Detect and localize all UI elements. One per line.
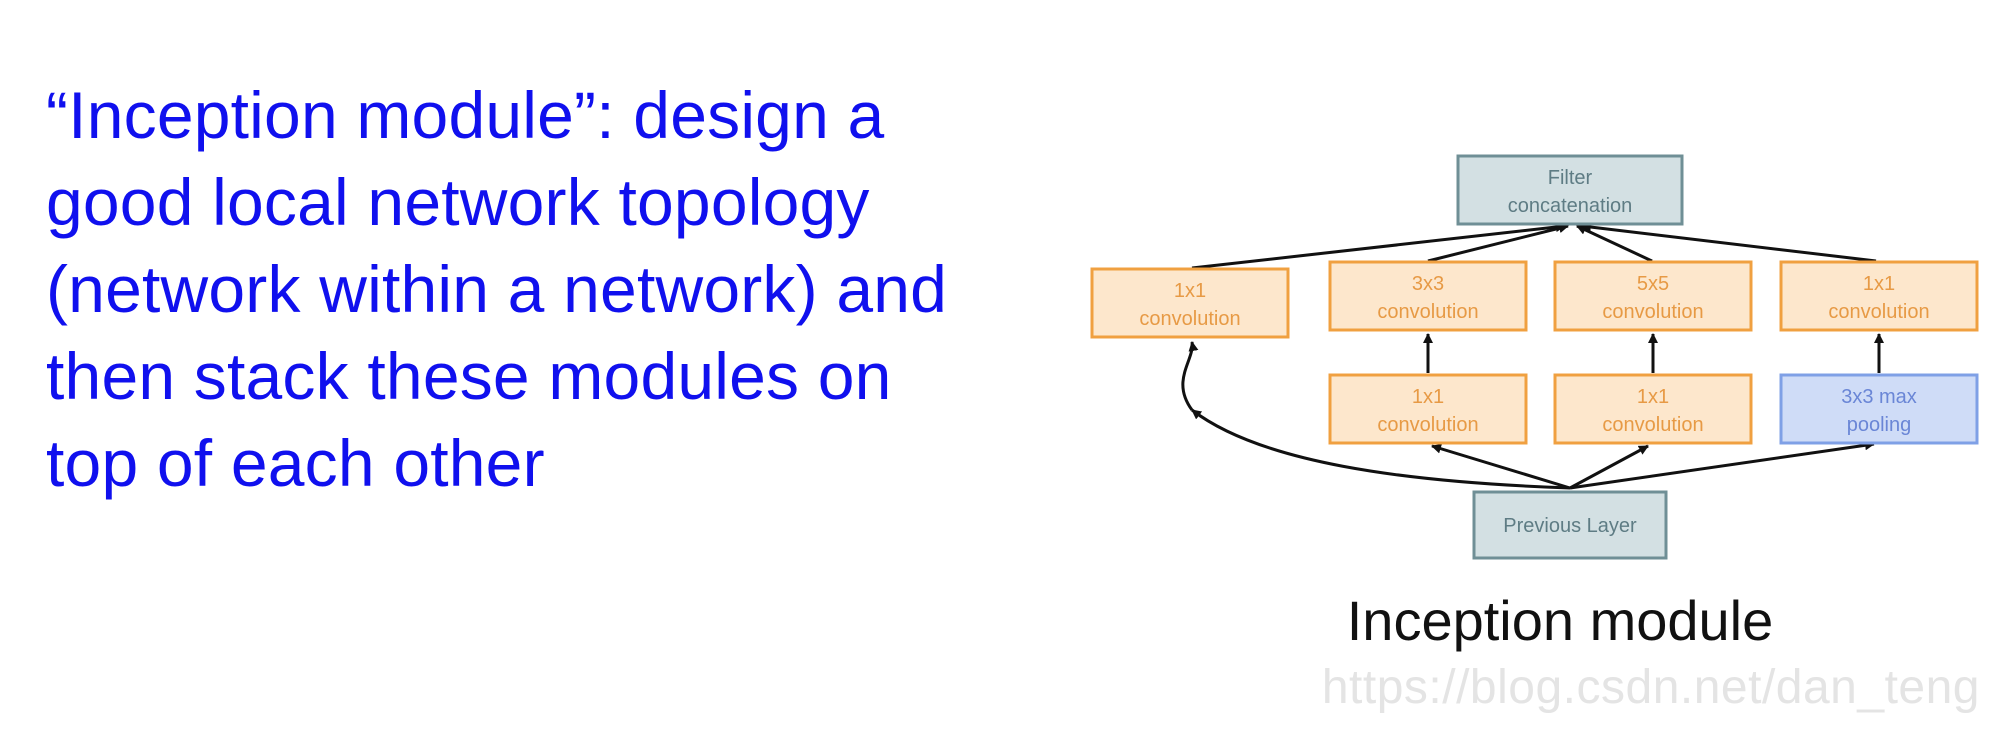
- edge-conv1x1a-to-concat: [1191, 222, 1566, 270]
- node-label: 1x1: [1412, 386, 1444, 408]
- watermark-url: https://blog.csdn.net/dan_teng: [1321, 661, 1980, 714]
- node-conv3x3: 3x3 convolution: [1328, 260, 1528, 332]
- node-conv1x1-a: 1x1 convolution: [1090, 267, 1290, 339]
- slide-body-text: “Inception module”: design a good local …: [46, 72, 1056, 507]
- slide-text-line: good local network topology: [46, 165, 870, 239]
- edge-prev-to-conv1x1b: [1431, 443, 1571, 490]
- node-label: 5x5: [1637, 273, 1669, 295]
- slide-text-line: then stack these modules on: [46, 339, 892, 413]
- node-label: convolution: [1377, 414, 1478, 436]
- node-label: convolution: [1602, 301, 1703, 323]
- node-label: 1x1: [1637, 386, 1669, 408]
- node-previous-layer: Previous Layer: [1472, 490, 1668, 560]
- node-label: Previous Layer: [1503, 515, 1637, 537]
- edge-conv1x1d-to-concat: [1581, 222, 1877, 263]
- node-conv1x1-c: 1x1 convolution: [1553, 373, 1753, 445]
- edge-prev-to-maxpool: [1569, 440, 1875, 490]
- diagram-edges: [1181, 222, 1884, 490]
- slide-text-line: “Inception module”: design a: [46, 78, 885, 152]
- node-label: convolution: [1828, 301, 1929, 323]
- node-label: 1x1: [1863, 273, 1895, 295]
- node-label: convolution: [1602, 414, 1703, 436]
- node-label: convolution: [1377, 301, 1478, 323]
- node-conv1x1-d: 1x1 convolution: [1779, 260, 1979, 332]
- node-maxpool: 3x3 max pooling: [1779, 373, 1979, 445]
- node-label: Filter: [1548, 167, 1593, 189]
- slide-text-line: (network within a network) and: [46, 252, 948, 326]
- node-label: convolution: [1139, 308, 1240, 330]
- diagram-caption: Inception module: [1346, 589, 1774, 652]
- slide-text-line: top of each other: [46, 426, 545, 500]
- node-label: 1x1: [1174, 280, 1206, 302]
- node-conv1x1-b: 1x1 convolution: [1328, 373, 1528, 445]
- node-label: pooling: [1847, 414, 1912, 436]
- node-conv5x5: 5x5 convolution: [1553, 260, 1753, 332]
- edge-prev-to-conv1x1a: [1191, 408, 1571, 490]
- node-label: 3x3: [1412, 273, 1444, 295]
- edge-conv3x3-to-concat: [1427, 223, 1569, 263]
- edge-prev-to-conv1x1c: [1569, 444, 1649, 490]
- node-filter-concatenation: Filter concatenation: [1456, 154, 1684, 226]
- node-label: 3x3 max: [1841, 386, 1917, 408]
- node-label: concatenation: [1508, 195, 1633, 217]
- edge-conv1x1a-curve: [1181, 341, 1199, 411]
